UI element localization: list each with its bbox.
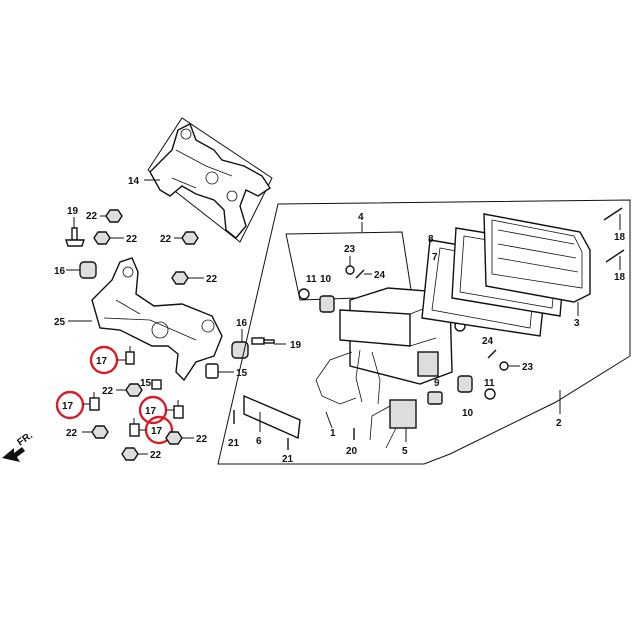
callout-22: 22 [160, 234, 172, 245]
callout-22: 22 [206, 274, 218, 285]
rubber-mount-16-part [231, 341, 249, 359]
callout-3: 3 [574, 318, 580, 329]
callout-17: 17 [151, 426, 163, 437]
assembly-frame-outline [217, 199, 631, 465]
washer-23-part [345, 265, 355, 275]
callout-25: 25 [54, 317, 66, 328]
callout-20: 20 [346, 446, 358, 457]
callout-21: 21 [228, 438, 240, 449]
nut-22-part [91, 425, 109, 439]
callout-22: 22 [126, 234, 138, 245]
callout-7: 7 [432, 252, 438, 263]
grommet-17-part [129, 418, 140, 437]
callout-11: 11 [306, 274, 317, 285]
socket-10-part [457, 375, 473, 393]
screw-18-part [605, 249, 625, 263]
nut-22-part [125, 383, 143, 397]
callout-18: 18 [614, 272, 626, 283]
socket-10-part [319, 295, 335, 313]
headlight-stay-25-part [91, 257, 223, 382]
callout-2: 2 [556, 418, 562, 429]
bulb-11-part [298, 288, 310, 300]
callout-1: 1 [330, 428, 336, 439]
headlight-lens-3-part [483, 213, 591, 303]
callout-15: 15 [140, 378, 152, 389]
callout-10: 10 [320, 274, 332, 285]
grommet-17-part [125, 346, 135, 365]
cap-9-part [427, 391, 443, 405]
rubber-mount-16-part [79, 261, 97, 279]
callout-22: 22 [102, 386, 114, 397]
callout-5: 5 [402, 446, 408, 457]
nut-22-part [105, 209, 123, 223]
collar-15-part [205, 363, 219, 379]
callout-9: 9 [434, 378, 440, 389]
callout-24: 24 [482, 336, 494, 347]
callout-22: 22 [196, 434, 208, 445]
callout-15: 15 [236, 368, 248, 379]
wire-harness-1-part [315, 349, 381, 405]
callout-17: 17 [62, 401, 74, 412]
screw-24-part [355, 269, 365, 279]
front-marker: FR. [15, 430, 35, 448]
callout-14: 14 [128, 176, 140, 187]
nut-22-part [171, 271, 189, 285]
callout-4: 4 [358, 212, 364, 223]
screw-18-part [603, 207, 623, 221]
bolt-19-part [65, 227, 85, 247]
bolt-19-part [251, 337, 275, 345]
nut-22-part [121, 447, 139, 461]
callout-17: 17 [145, 406, 157, 417]
highlight-ring [55, 390, 85, 420]
callout-16: 16 [54, 266, 66, 277]
grommet-17-part [89, 392, 100, 411]
callout-8: 8 [428, 234, 434, 245]
callout-23: 23 [344, 244, 356, 255]
callout-19: 19 [290, 340, 302, 351]
callout-19: 19 [67, 206, 79, 217]
nut-22-part [165, 431, 183, 445]
callout-21: 21 [282, 454, 294, 465]
front-arrow-icon [2, 447, 25, 462]
relay-5-part [369, 399, 417, 449]
washer-23-part [499, 361, 509, 371]
callout-16: 16 [236, 318, 248, 329]
callout-22: 22 [66, 428, 78, 439]
callout-23: 23 [522, 362, 534, 373]
bulb-11-part [484, 388, 496, 400]
callout-17: 17 [96, 356, 108, 367]
grommet-17-part [173, 400, 184, 419]
cover-6-part [243, 394, 301, 440]
callout-22: 22 [86, 211, 98, 222]
callout-18: 18 [614, 232, 626, 243]
nut-22-part [181, 231, 199, 245]
callout-10: 10 [462, 408, 474, 419]
nut-22-part [93, 231, 111, 245]
callout-11: 11 [484, 378, 495, 389]
callout-6: 6 [256, 436, 262, 447]
callout-22: 22 [150, 450, 162, 461]
callout-24: 24 [374, 270, 386, 281]
collar-15-part [151, 379, 162, 390]
upper-bracket-part [147, 117, 273, 243]
screw-24-part [487, 349, 497, 359]
